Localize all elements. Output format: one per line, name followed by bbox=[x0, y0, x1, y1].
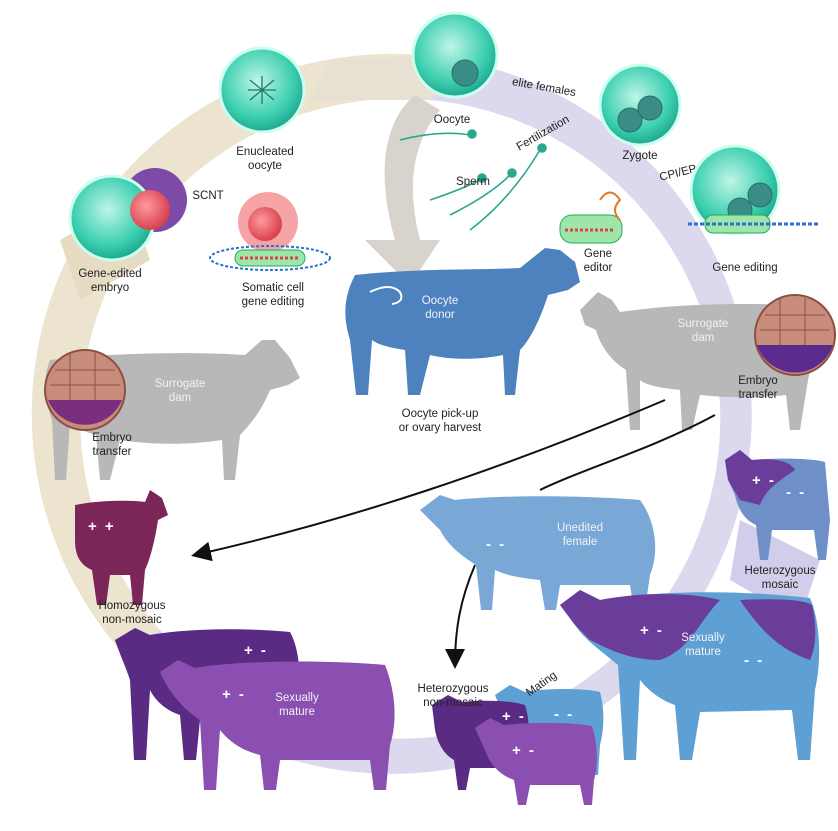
sign-mature-left-front: + - bbox=[222, 686, 246, 703]
label-oocyte-pickup: Oocyte pick-up or ovary harvest bbox=[398, 408, 482, 434]
label-sperm: Sperm bbox=[456, 176, 490, 188]
sign-mosaic-calf-minus: - - bbox=[786, 484, 807, 501]
sign-offspring-front: + - bbox=[512, 742, 536, 759]
enucleated-oocyte-cell bbox=[218, 46, 306, 134]
sign-homozygous-calf: + + bbox=[88, 518, 116, 535]
label-homozygous-non-mosaic: Homozygous non-mosaic bbox=[98, 600, 166, 626]
center-return-arrow bbox=[365, 95, 440, 285]
unedited-female-cow bbox=[420, 495, 656, 610]
oocyte-donor-cow bbox=[345, 248, 580, 395]
label-oocyte-donor: Oocyte donor bbox=[421, 295, 459, 321]
ring-arrow-right bbox=[730, 520, 820, 620]
sign-mature-left-back: + - bbox=[244, 642, 268, 659]
sign-offspring-back-minus: - - bbox=[554, 706, 575, 723]
label-gene-edited-embryo: Gene-edited embryo bbox=[78, 268, 142, 294]
arrow-to-heterozygous-non-mosaic bbox=[445, 564, 476, 669]
label-oocyte: Oocyte bbox=[433, 114, 471, 126]
label-embryo-transfer-right: Embryo transfer bbox=[738, 375, 778, 401]
zygote-cell bbox=[598, 63, 682, 147]
sign-mosaic-calf-plus: + - bbox=[752, 472, 776, 489]
label-embryo-transfer-left: Embryo transfer bbox=[92, 432, 132, 458]
oocyte-cell bbox=[411, 11, 499, 99]
somatic-cell bbox=[209, 192, 331, 271]
sign-offspring-back-plus: + - bbox=[502, 708, 526, 725]
label-gene-editing: Gene editing bbox=[712, 262, 778, 274]
sperm-cells bbox=[399, 129, 547, 231]
label-somatic-cell-gene-editing: Somatic cell gene editing bbox=[241, 282, 305, 308]
sign-mature-right-minus: - - bbox=[744, 652, 765, 669]
sexually-mature-right-cow bbox=[560, 590, 820, 760]
gene-editor-complex bbox=[559, 191, 623, 244]
offspring-front-calf bbox=[475, 718, 597, 805]
label-sexually-mature-right: Sexually mature bbox=[681, 632, 725, 658]
label-surrogate-dam-right: Surrogate dam bbox=[677, 318, 729, 344]
label-scnt: SCNT bbox=[192, 190, 224, 202]
arrow-to-unedited bbox=[539, 414, 716, 491]
label-sexually-mature-left: Sexually mature bbox=[275, 692, 319, 718]
sexually-mature-left-front-cow bbox=[160, 660, 395, 790]
surrogate-dam-right-cow bbox=[580, 292, 811, 430]
gene-editing-cell bbox=[688, 144, 820, 236]
label-heterozygous-mosaic: Heterozygous mosaic bbox=[744, 565, 816, 591]
sign-mature-right-plus: + - bbox=[640, 622, 664, 639]
label-unedited-female: Unedited female bbox=[556, 522, 604, 548]
arrow-to-homozygous bbox=[191, 399, 666, 562]
label-gene-editor: Gene editor bbox=[583, 248, 613, 274]
homozygous-calf bbox=[75, 490, 168, 605]
label-surrogate-dam-left: Surrogate dam bbox=[154, 378, 206, 404]
label-zygote: Zygote bbox=[622, 150, 658, 162]
label-heterozygous-non-mosaic: Heterozygous non-mosaic bbox=[417, 683, 489, 709]
sign-unedited-female: - - bbox=[486, 536, 507, 553]
label-enucleated-oocyte: Enucleated oocyte bbox=[236, 146, 294, 172]
oocyte-donor-swirl bbox=[369, 286, 403, 305]
heterozygous-mosaic-calf bbox=[725, 450, 830, 560]
embryo-left bbox=[44, 349, 126, 431]
gene-edited-embryo-cell bbox=[68, 168, 187, 262]
embryo-right bbox=[754, 294, 836, 376]
